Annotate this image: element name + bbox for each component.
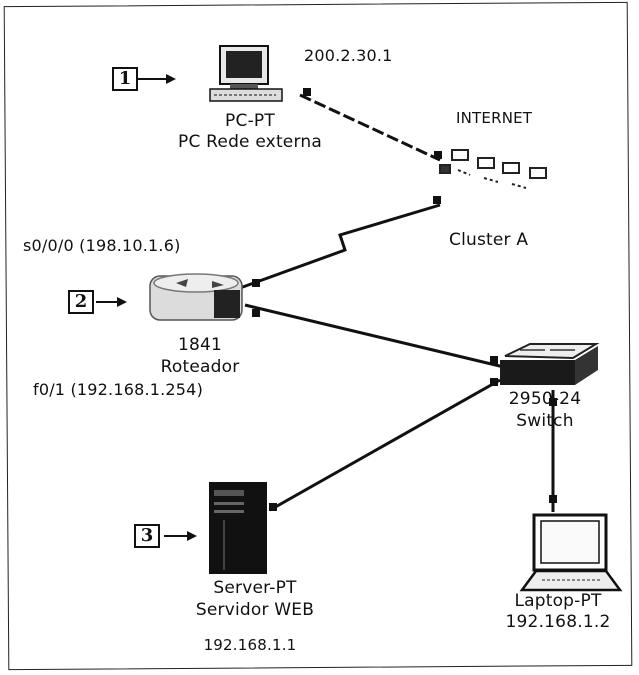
server-icon	[209, 482, 267, 574]
link-router-switch	[244, 303, 509, 370]
pc-type: PC-PT	[225, 111, 275, 131]
cloud-icon	[439, 149, 547, 189]
switch-name: Switch	[516, 411, 574, 431]
router-icon	[149, 273, 243, 321]
switch-model: 2950-24	[508, 389, 582, 409]
laptop-ip: 192.168.1.2	[505, 612, 611, 632]
pc-ip: 200.2.30.1	[304, 46, 393, 65]
server-type: Server-PT	[213, 578, 297, 598]
pc-name: PC Rede externa	[178, 132, 322, 152]
marker-2: 2	[68, 290, 94, 314]
cloud-label: INTERNET	[456, 109, 533, 127]
server-name: Servidor WEB	[195, 600, 315, 620]
cloud-name: Cluster A	[449, 230, 529, 250]
router-name: Roteador	[160, 357, 240, 377]
link-endpoints	[252, 88, 557, 511]
router-interface-fast: f0/1 (192.168.1.254)	[33, 380, 204, 399]
marker-arrows	[96, 74, 197, 541]
link-switch-server	[269, 378, 501, 512]
marker-1: 1	[112, 67, 138, 91]
laptop-icon	[519, 513, 623, 592]
router-model: 1841	[177, 335, 223, 355]
switch-icon	[500, 343, 600, 385]
link-router-cloud	[239, 203, 441, 290]
router-interface-serial: s0/0/0 (198.10.1.6)	[23, 236, 181, 255]
laptop-type: Laptop-PT	[514, 591, 602, 611]
server-ip: 192.168.1.1	[203, 636, 297, 654]
link-pc-cloud	[299, 93, 441, 162]
marker-3: 3	[134, 524, 160, 548]
pc-icon	[209, 45, 283, 102]
